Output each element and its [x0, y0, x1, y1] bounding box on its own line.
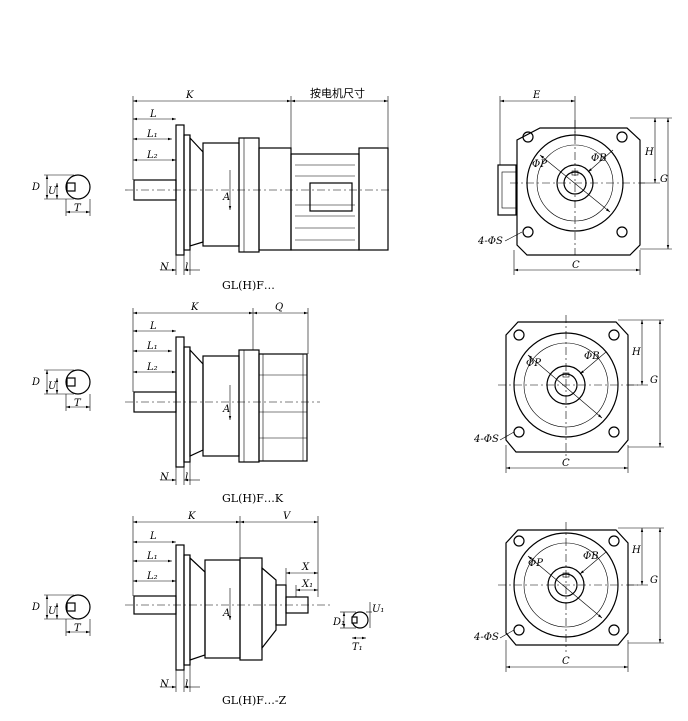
front-view-2 — [498, 315, 664, 473]
dim-H: H — [631, 545, 641, 556]
dim-L1: L₁ — [146, 129, 158, 140]
front-view-3 — [498, 522, 664, 672]
dim-G: G — [650, 375, 658, 386]
dim-l: l — [185, 472, 188, 483]
side-view-1 — [125, 96, 390, 275]
front-view-1 — [497, 96, 672, 275]
view-2-hollow: D U T — [31, 302, 664, 505]
side-view-3 — [125, 516, 330, 692]
dim-T: T — [74, 203, 82, 214]
dim-L1: L₁ — [146, 341, 158, 352]
dim-L: L — [149, 321, 157, 332]
dim-H: H — [644, 147, 654, 158]
dim-K: K — [187, 511, 196, 522]
dim-A: A — [222, 608, 230, 619]
dim-C: C — [562, 458, 570, 469]
dim-phi-P: ΦP — [526, 358, 541, 369]
dim-H: H — [631, 347, 641, 358]
dim-T1: T₁ — [352, 642, 363, 653]
side-view-2 — [125, 308, 320, 485]
shaft-section-1 — [44, 174, 91, 216]
dim-A: A — [222, 192, 230, 203]
dim-T: T — [74, 398, 82, 409]
shaft-section-3 — [44, 594, 91, 636]
dim-4-phi-S: 4-ΦS — [473, 632, 499, 643]
shaft-section-2 — [44, 369, 91, 411]
dim-V: V — [283, 511, 292, 522]
dim-L2: L₂ — [146, 571, 158, 582]
dim-U1: U₁ — [372, 604, 384, 615]
caption-view-1: GL(H)F… — [222, 279, 275, 292]
dim-phi-P: ΦP — [528, 558, 543, 569]
dim-4-phi-S: 4-ΦS — [473, 434, 499, 445]
dim-N: N — [159, 679, 170, 690]
caption-view-3: GL(H)F…-Z — [222, 694, 287, 707]
dim-l: l — [185, 679, 188, 690]
dim-U: U — [48, 606, 57, 617]
dim-L1: L₁ — [146, 551, 158, 562]
dim-D: D — [31, 602, 40, 613]
dim-T: T — [74, 623, 82, 634]
dim-L2: L₂ — [146, 362, 158, 373]
dim-G: G — [660, 174, 668, 185]
dim-X1: X₁ — [301, 579, 313, 590]
dim-X: X — [301, 562, 310, 573]
view-1-standard: D U T — [31, 86, 672, 292]
dim-D1: D₁ — [332, 617, 345, 628]
dim-E: E — [532, 90, 541, 101]
dim-K: K — [190, 302, 199, 313]
dim-Q: Q — [275, 302, 283, 313]
dim-phi-B: ΦB — [583, 551, 599, 562]
dim-phi-P: ΦP — [532, 159, 547, 170]
dim-C: C — [562, 656, 570, 667]
dim-D: D — [31, 377, 40, 388]
dim-G: G — [650, 575, 658, 586]
dim-U: U — [48, 186, 57, 197]
dim-U: U — [48, 381, 57, 392]
dim-phi-B: ΦB — [584, 351, 600, 362]
dim-phi-B: ΦB — [591, 153, 607, 164]
dim-A: A — [222, 404, 230, 415]
dim-4-phi-S: 4-ΦS — [477, 236, 503, 247]
dim-K: K — [185, 90, 194, 101]
view-3-shaft-input: D U T — [31, 511, 664, 707]
dim-L2: L₂ — [146, 150, 158, 161]
dim-l: l — [185, 262, 188, 273]
dim-L: L — [149, 531, 157, 542]
dim-motor-size: 按电机尺寸 — [310, 86, 365, 100]
dim-N: N — [159, 262, 170, 273]
caption-view-2: GL(H)F…K — [222, 492, 284, 505]
input-shaft-section — [340, 602, 372, 640]
dim-N: N — [159, 472, 170, 483]
dim-L: L — [149, 109, 157, 120]
dim-D: D — [31, 182, 40, 193]
dim-C: C — [572, 260, 580, 271]
